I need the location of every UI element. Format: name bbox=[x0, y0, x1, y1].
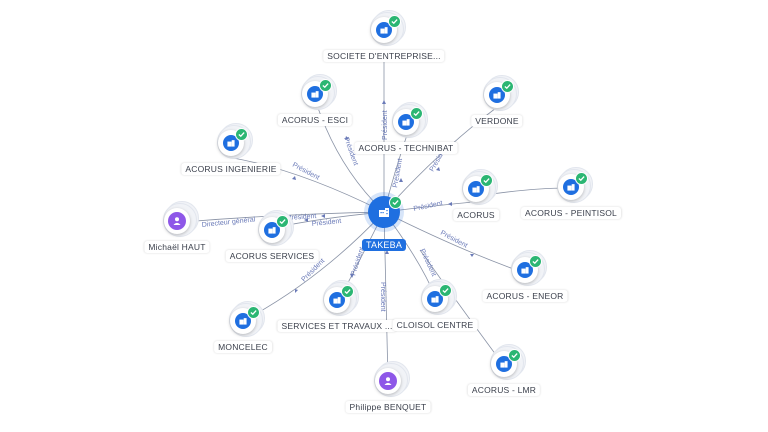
arrow-icon bbox=[350, 274, 354, 278]
edge-eneor bbox=[383, 211, 523, 273]
building-icon bbox=[398, 114, 414, 130]
check-icon bbox=[508, 349, 521, 362]
building-icon bbox=[517, 262, 533, 278]
node-label: ACORUS bbox=[453, 209, 499, 221]
node-label: ACORUS - ENEOR bbox=[482, 290, 568, 302]
edge-label-michael: Directeur général bbox=[201, 216, 256, 229]
check-icon bbox=[529, 255, 542, 268]
edge-label-societe: Président bbox=[382, 110, 389, 140]
node-label: ACORUS - LMR bbox=[467, 384, 541, 396]
edge-label-technibat: Président bbox=[392, 158, 404, 188]
arrow-icon bbox=[385, 250, 389, 254]
node-label: ACORUS - TECHNIBAT bbox=[354, 142, 458, 154]
edge-ingenierie bbox=[232, 157, 385, 213]
edge-label-services-b: Président bbox=[311, 218, 341, 228]
building-icon bbox=[264, 222, 280, 238]
check-icon bbox=[276, 215, 289, 228]
building-icon bbox=[376, 22, 392, 38]
check-icon bbox=[247, 306, 260, 319]
node-label: Philippe BENQUET bbox=[345, 401, 431, 413]
center-node-label: TAKEBA bbox=[361, 239, 407, 251]
arrow-icon bbox=[295, 289, 298, 293]
building-icon bbox=[563, 179, 579, 195]
building-icon bbox=[496, 356, 512, 372]
node-label: ACORUS SERVICES bbox=[225, 250, 319, 262]
check-icon bbox=[319, 79, 332, 92]
node-label: MONCELEC bbox=[214, 341, 272, 353]
arrow-icon bbox=[292, 176, 296, 180]
node-label: CLOISOL CENTRE bbox=[392, 319, 478, 331]
edge-label-philippe: Président bbox=[379, 282, 386, 312]
building-icon bbox=[329, 292, 345, 308]
check-icon bbox=[439, 284, 452, 297]
node-label: ACORUS INGENIERIE bbox=[181, 163, 281, 175]
arrow-icon bbox=[399, 178, 403, 182]
node-label: SERVICES ET TRAVAUX ... bbox=[277, 320, 397, 332]
edge-label-services-a: Président bbox=[287, 213, 317, 222]
arrow-icon bbox=[448, 202, 452, 206]
person-icon bbox=[379, 372, 397, 390]
check-icon bbox=[389, 196, 402, 209]
check-icon bbox=[388, 15, 401, 28]
check-icon bbox=[480, 174, 493, 187]
check-icon bbox=[235, 128, 248, 141]
arrow-icon bbox=[436, 167, 440, 171]
building-icon bbox=[307, 86, 323, 102]
arrow-icon bbox=[470, 254, 474, 257]
check-icon bbox=[341, 285, 354, 298]
building-icon bbox=[223, 135, 239, 151]
check-icon bbox=[501, 80, 514, 93]
building-icon bbox=[235, 313, 251, 329]
edge-label-acorus: Président bbox=[413, 200, 443, 213]
building-icon bbox=[489, 87, 505, 103]
node-label: VERDONE bbox=[471, 115, 523, 127]
check-icon bbox=[410, 107, 423, 120]
person-icon bbox=[168, 212, 186, 230]
building-icon bbox=[427, 291, 443, 307]
arrow-icon bbox=[382, 100, 386, 104]
arrow-icon bbox=[345, 136, 349, 140]
check-icon bbox=[575, 172, 588, 185]
node-label: Michaël HAUT bbox=[144, 241, 210, 253]
building-icon bbox=[468, 181, 484, 197]
edge-label-cloisol: Président bbox=[418, 248, 437, 278]
edge-label-eneor: Président bbox=[439, 230, 468, 250]
arrow-icon bbox=[321, 214, 325, 218]
arrow-icon bbox=[304, 218, 308, 222]
node-label: SOCIETE D'ENTREPRISE... bbox=[323, 50, 445, 62]
node-label: ACORUS - ESCI bbox=[277, 114, 353, 126]
node-label: ACORUS - PEINTISOL bbox=[521, 207, 621, 219]
